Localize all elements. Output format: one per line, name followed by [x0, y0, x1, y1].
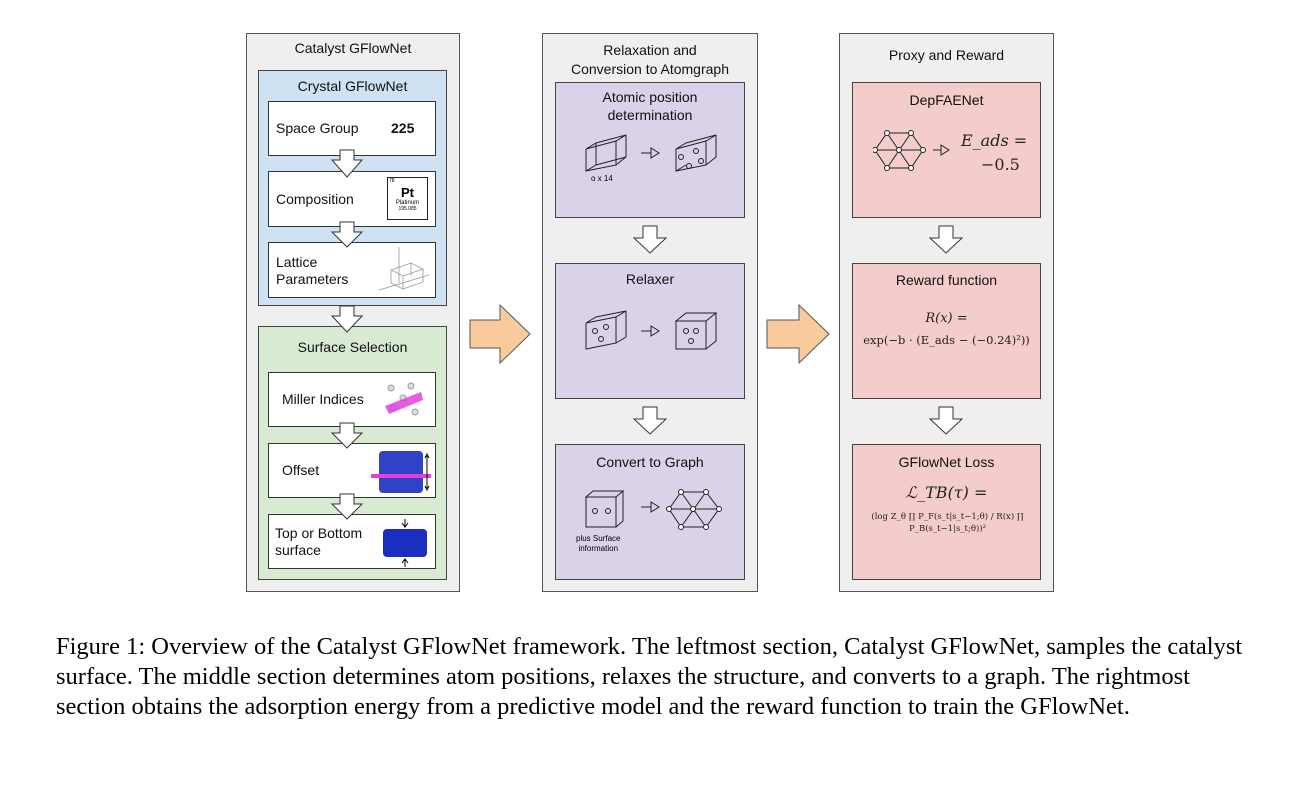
loss-equation-line1: ℒ_TB(τ) =: [905, 483, 988, 502]
miller-label: Miller Indices: [282, 391, 364, 407]
element-name: Platinum: [395, 200, 420, 206]
arrows-layer: [330, 149, 964, 520]
down-arrow-icon: [928, 406, 964, 435]
relaxer-box: Relaxer: [555, 263, 745, 399]
reward-title: Reward function: [895, 272, 998, 288]
lattice-icon: [378, 247, 430, 291]
offset-slab-icon: [371, 451, 431, 493]
composition-label: Composition: [276, 191, 354, 207]
big-right-arrow-icon: [469, 303, 531, 365]
element-tile: 78 Pt Platinum 195.085: [387, 177, 428, 220]
down-arrow-icon: [632, 406, 668, 435]
relaxer-title: Relaxer: [625, 271, 675, 287]
convert-graph-box: Convert to Graph plus Surface informatio…: [555, 444, 745, 580]
down-arrow-icon: [928, 225, 964, 254]
element-mass: 195.085: [398, 206, 417, 212]
graph-to-energy-icon: [873, 130, 950, 171]
down-arrow-icon: [632, 225, 668, 254]
atom-count: o x 14: [591, 174, 613, 183]
atomic-title: Atomic position determination: [602, 89, 698, 123]
loss-title: GFlowNet Loss: [898, 454, 995, 470]
element-symbol: Pt: [401, 185, 414, 200]
top-bottom-box: Top or Bottom surface: [268, 514, 436, 569]
lattice-label: Lattice Parameters: [276, 254, 349, 287]
energy-equation-line1: E_ads =: [961, 131, 1028, 150]
atomic-position-box: Atomic position determination o x 14: [555, 82, 745, 218]
atomic-number: 78: [389, 178, 395, 184]
surface-info-note: plus Surface information: [576, 534, 621, 553]
proxy-title: DepFAENet: [909, 92, 984, 108]
down-arrow-icon: [330, 493, 364, 520]
down-arrow-icon: [330, 149, 364, 178]
panel-title: Proxy and Reward: [888, 47, 1005, 63]
reward-equation-line1: R(x) =: [925, 311, 968, 326]
gflownet-loss-box: GFlowNet Loss ℒ_TB(τ) = (log Z_θ ∏ P_F(s…: [852, 444, 1041, 580]
surface-title: Surface Selection: [297, 339, 408, 355]
relax-structure-icon: [585, 310, 718, 350]
down-arrow-icon: [330, 221, 364, 248]
energy-equation-line2: −0.5: [981, 155, 1020, 174]
big-right-arrow-icon: [766, 303, 830, 365]
panel-title: Relaxation and Conversion to Atomgraph: [571, 42, 729, 77]
crystal-title: Crystal GFlowNet: [297, 78, 408, 94]
depfaenet-box: DepFAENet E_ads = −0.5: [852, 82, 1041, 218]
top-bottom-label: Top or Bottom surface: [275, 525, 363, 558]
down-arrow-icon: [330, 422, 364, 449]
panel-title: Catalyst GFlowNet: [294, 40, 412, 56]
lattice-box: Lattice Parameters: [268, 242, 436, 298]
offset-label: Offset: [282, 462, 320, 478]
empty-cell-to-atoms-icon: [585, 134, 717, 172]
loss-equation-line2: (log Z_θ ∏ P_F(s_t|s_t−1;θ) / R(x) ∏ P_B…: [871, 512, 1024, 534]
space-group-label: Space Group: [276, 120, 359, 136]
space-group-box: Space Group 225: [268, 101, 436, 156]
figure-caption: Figure 1: Overview of the Catalyst GFlow…: [56, 633, 1243, 720]
space-group-value: 225: [391, 120, 415, 136]
reward-function-box: Reward function R(x) = exp(−b · (E_ads −…: [852, 263, 1041, 399]
miller-plane-icon: [385, 382, 423, 416]
structure-to-graph-icon: [584, 489, 722, 530]
down-arrow-icon: [330, 305, 364, 333]
convert-title: Convert to Graph: [596, 454, 704, 470]
top-bottom-slab-icon: [383, 519, 427, 567]
reward-equation-line2: exp(−b · (E_ads − (−0.24)²)): [863, 333, 1030, 347]
